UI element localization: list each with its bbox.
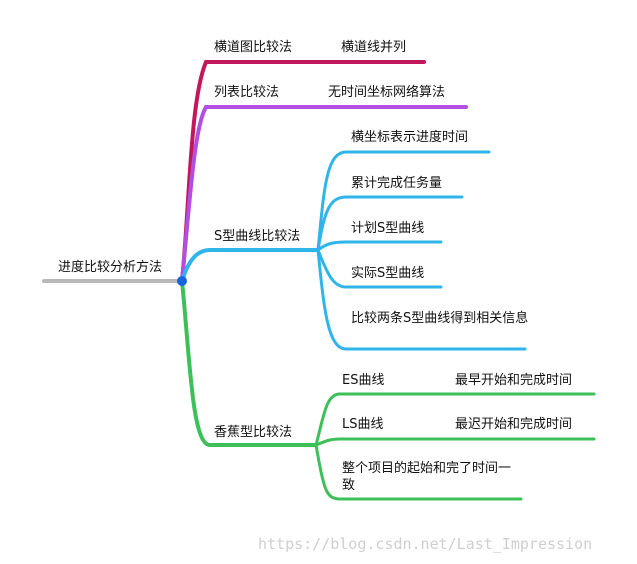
banana-child-2-note: 最迟开始和完成时间 [455,417,573,432]
s-curve-sub-4-line [316,248,443,289]
s-curve-child-1-label: 横坐标表示进度时间 [351,130,469,145]
branch-line-s-curve [180,248,320,283]
s-curve-child-4-label: 实际S型曲线 [351,266,425,281]
s-curve-sub-3-line [316,240,443,252]
banana-child-3-label: 整个项目的起始和完了时间一致 [342,461,512,493]
s-curve-sub-5-line [316,248,527,351]
s-curve-child-3-label: 计划S型曲线 [351,221,425,236]
banana-sub-1-line [314,392,596,447]
branch-line-list [180,105,468,283]
branch-label-horizontal-chart: 横道图比较法 [214,40,293,55]
s-curve-child-2-label: 累计完成任务量 [351,176,443,191]
list-child-label: 无时间坐标网络算法 [328,85,446,100]
root-node-dot [177,276,187,286]
banana-child-2-label: LS曲线 [342,417,384,432]
banana-sub-3-line [314,443,523,501]
s-curve-child-5-label: 比较两条S型曲线得到相关信息 [351,311,529,326]
s-curve-sub-2-line [316,195,464,252]
s-curve-sub-1-line [316,150,491,252]
branch-label-s-curve: S型曲线比较法 [214,229,301,244]
branch-label-list: 列表比较法 [214,85,280,100]
branch-label-banana: 香蕉型比较法 [214,425,293,440]
branch-line-banana [180,279,318,447]
horizontal-chart-child-label: 横道线并列 [341,40,407,55]
watermark: https://blog.csdn.net/Last_Impression [258,535,593,553]
root-label: 进度比较分析方法 [58,260,163,275]
banana-child-1-note: 最早开始和完成时间 [455,373,573,388]
banana-sub-2-line [314,437,596,447]
banana-child-1-label: ES曲线 [342,373,385,388]
